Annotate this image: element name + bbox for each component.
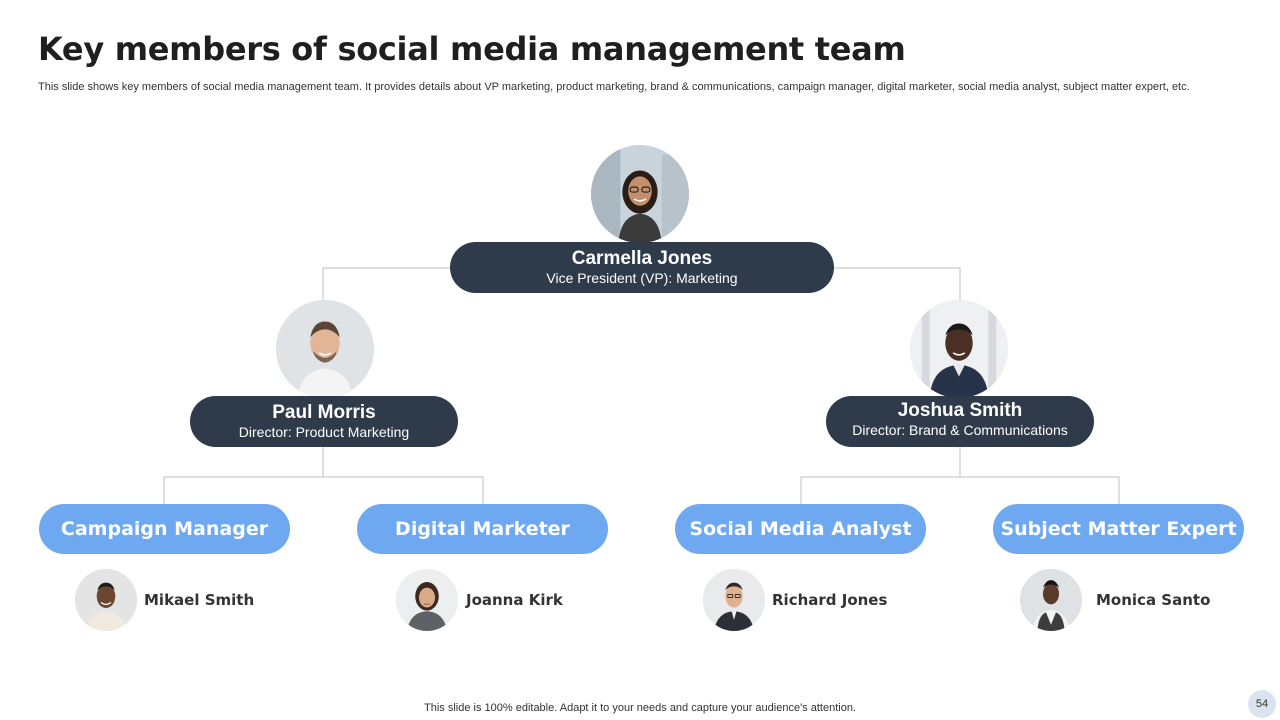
node-role: Director: Brand & Communications — [852, 422, 1068, 438]
member-name: Joanna Kirk — [466, 591, 563, 609]
node-role: Vice President (VP): Marketing — [546, 270, 738, 286]
node-vp-marketing: Carmella Jones Vice President (VP): Mark… — [450, 242, 834, 293]
member-name: Monica Santo — [1096, 591, 1211, 609]
connector-vp-to-joshua — [834, 267, 961, 300]
role-subject-matter-expert: Subject Matter Expert — [993, 504, 1244, 554]
role-digital-marketer: Digital Marketer — [357, 504, 608, 554]
avatar-richard-jones — [703, 569, 765, 631]
member-name: Mikael Smith — [144, 591, 255, 609]
avatar-monica-santo — [1020, 569, 1082, 631]
connector-paul-to-teams — [163, 446, 484, 504]
connector-joshua-to-teams — [800, 446, 1120, 504]
avatar-paul-morris — [276, 300, 374, 398]
node-director-brand-communications: Joshua Smith Director: Brand & Communica… — [826, 396, 1094, 447]
node-role: Director: Product Marketing — [238, 424, 410, 440]
slide-title: Key members of social media management t… — [38, 30, 906, 68]
slide-footer: This slide is 100% editable. Adapt it to… — [424, 702, 856, 714]
connector-vp-to-paul — [322, 267, 450, 300]
node-director-product-marketing: Paul Morris Director: Product Marketing — [190, 396, 458, 447]
node-name: Joshua Smith — [897, 400, 1023, 421]
avatar-mikael-smith — [75, 569, 137, 631]
node-name: Paul Morris — [272, 402, 376, 423]
avatar-joshua-smith — [910, 300, 1008, 398]
node-name: Carmella Jones — [571, 248, 713, 269]
role-campaign-manager: Campaign Manager — [39, 504, 290, 554]
page-number-badge: 54 — [1248, 690, 1276, 718]
avatar-carmella-jones — [591, 145, 689, 243]
slide-subtitle: This slide shows key members of social m… — [38, 81, 1190, 93]
role-social-media-analyst: Social Media Analyst — [675, 504, 926, 554]
avatar-joanna-kirk — [396, 569, 458, 631]
member-name: Richard Jones — [772, 591, 888, 609]
